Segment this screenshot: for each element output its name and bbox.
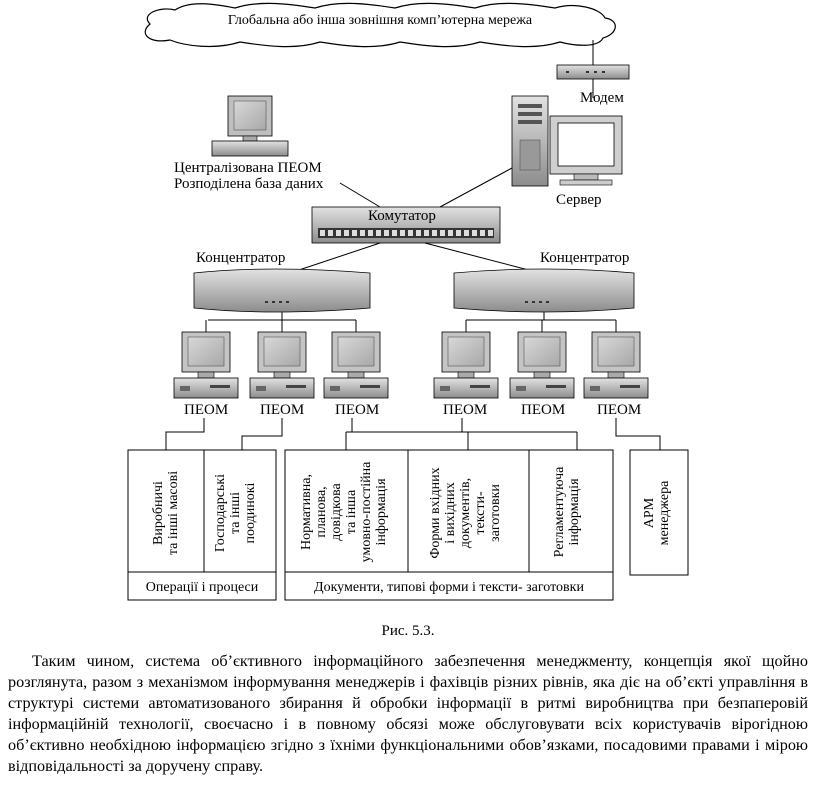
group-right-label: Документи, типові форми і тексти- загото… bbox=[314, 580, 584, 595]
switch-label: Комутатор bbox=[368, 208, 436, 224]
workstation-icon bbox=[509, 331, 575, 399]
group-left-label: Операції і процеси bbox=[145, 580, 259, 595]
body-paragraph: Таким чином, система об’єктивного інформ… bbox=[8, 652, 808, 775]
modem-icon bbox=[556, 64, 630, 80]
central-pc-label-2: Розподілена база даних bbox=[174, 176, 324, 192]
server-label: Сервер bbox=[556, 192, 602, 208]
cloud-label: Глобальна або інша зовнішня комп’ютерна … bbox=[227, 13, 533, 28]
switch-icon bbox=[311, 206, 501, 244]
workstation-label: ПЕОМ bbox=[260, 402, 305, 418]
hub-left-icon bbox=[193, 268, 371, 313]
workstation-label: ПЕОМ bbox=[335, 402, 380, 418]
network-cloud bbox=[144, 2, 616, 48]
network-diagram: Глобальна або інша зовнішня комп’ютерна … bbox=[127, 2, 689, 601]
figure-caption: Рис. 5.3. bbox=[381, 623, 435, 639]
workstation-icon bbox=[323, 331, 389, 399]
modem-label: Модем bbox=[580, 90, 624, 106]
central-pc-label-1: Централізована ПЕОМ bbox=[174, 160, 322, 176]
workstation-label: ПЕОМ bbox=[597, 402, 642, 418]
box-arm bbox=[629, 449, 689, 576]
box-operations bbox=[127, 449, 277, 601]
workstation-icon bbox=[249, 331, 315, 399]
hub-right-label: Концентратор bbox=[540, 250, 630, 266]
workstation-icon bbox=[433, 331, 499, 399]
workstation-label: ПЕОМ bbox=[184, 402, 229, 418]
workstation-label: ПЕОМ bbox=[521, 402, 566, 418]
hub-right-icon bbox=[453, 268, 635, 313]
workstation-label: ПЕОМ bbox=[443, 402, 488, 418]
central-pc-icon bbox=[211, 95, 289, 157]
box-documents bbox=[284, 449, 614, 601]
workstation-icon bbox=[583, 331, 649, 399]
workstation-icon bbox=[173, 331, 239, 399]
hub-left-label: Концентратор bbox=[196, 250, 286, 266]
server-icon bbox=[511, 95, 623, 187]
diagram-graphics bbox=[127, 2, 689, 601]
